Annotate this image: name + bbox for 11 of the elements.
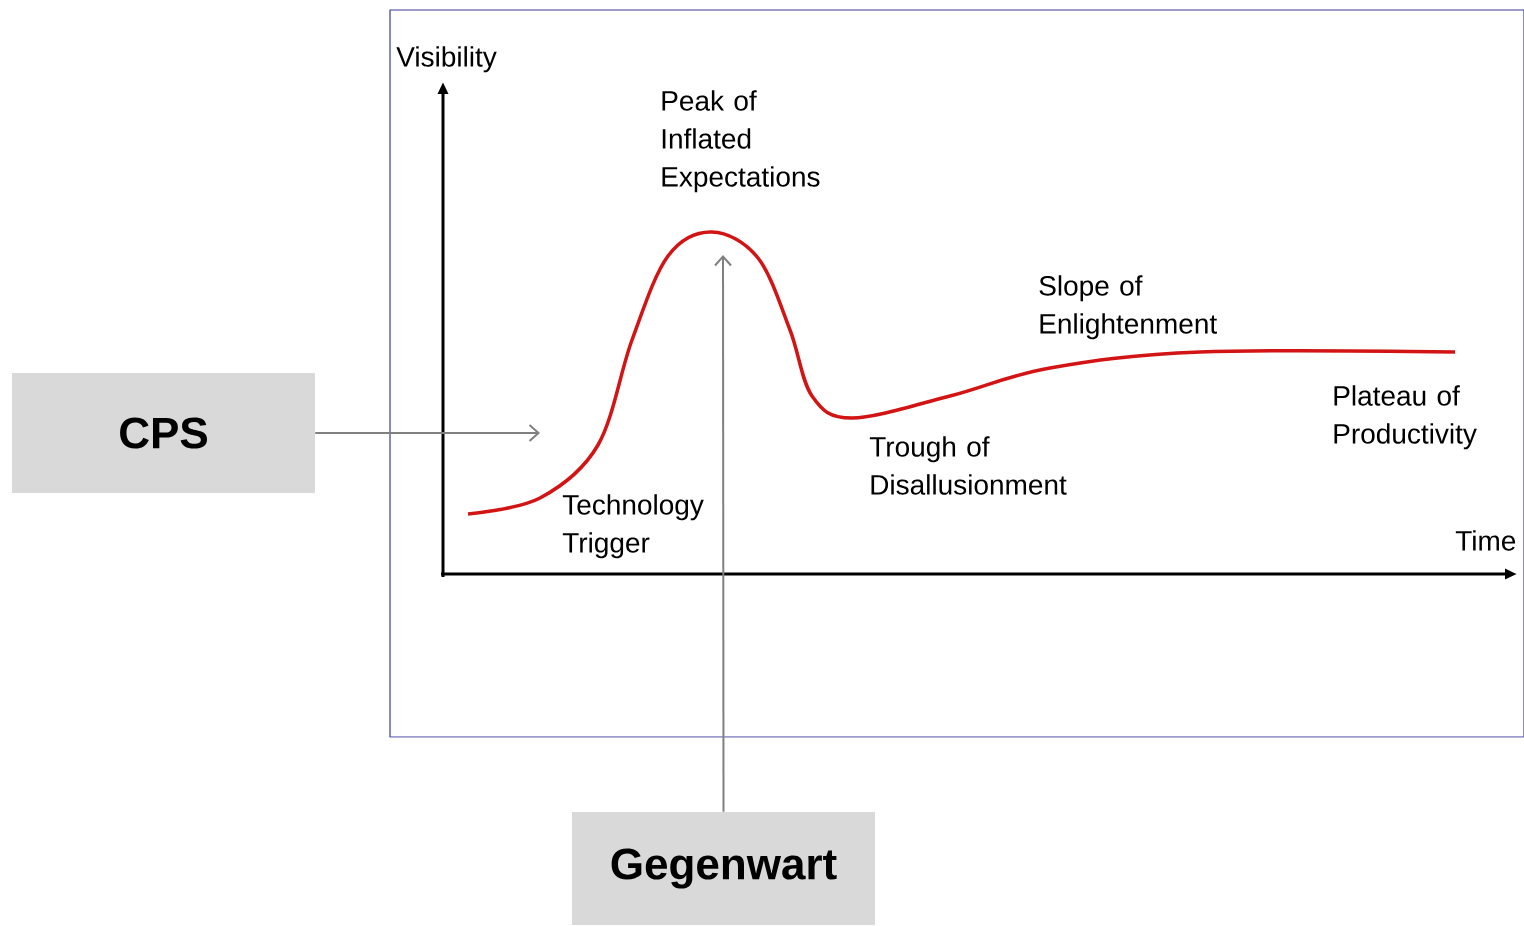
label-box: CPS [12, 373, 315, 493]
curve-label: Plateau of Productivity [1334, 385, 1477, 450]
curve-label: Trough of Disallusionment [869, 436, 1067, 495]
curve-label: Visibility [396, 46, 497, 73]
curve-label: Peak of Inflated Expectations [662, 90, 820, 193]
arrow [314, 424, 540, 442]
curve-label: Technology Trigger [562, 494, 704, 559]
label-box: Gegenwart [572, 812, 875, 925]
arrow [714, 255, 732, 813]
curve-label: Time [1455, 530, 1516, 551]
curve-label: Slope of Enlightenment [1039, 275, 1217, 340]
